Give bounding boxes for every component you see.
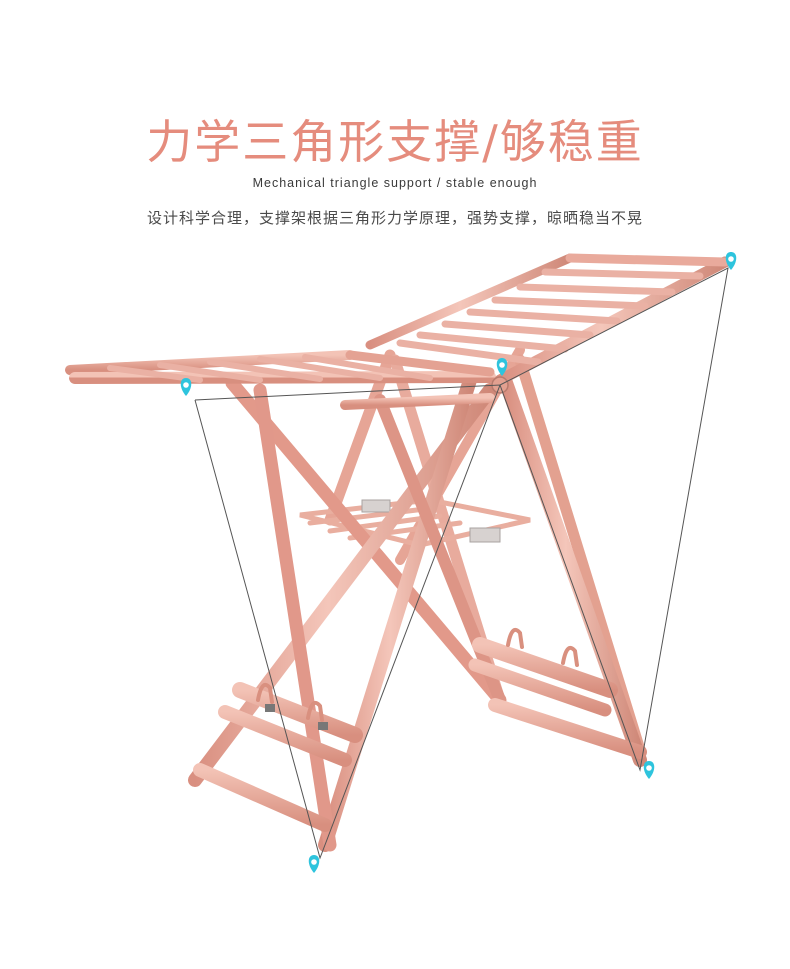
- map-pin-icon: [643, 761, 655, 779]
- page-description: 设计科学合理，支撑架根据三角形力学原理，强势支撑，晾晒稳当不晃: [146, 209, 643, 227]
- map-pin-icon: [308, 855, 320, 873]
- map-pin-icon: [496, 358, 508, 376]
- page-subtitle: Mechanical triangle support / stable eno…: [252, 176, 538, 190]
- page-title: 力学三角形支撑/够稳重: [146, 115, 644, 169]
- map-pin-icon: [725, 252, 737, 270]
- marker-icons: [180, 252, 737, 873]
- rack-frame: [65, 253, 731, 852]
- map-pin-icon: [180, 378, 192, 396]
- triangle-guide-lines: [194, 267, 729, 860]
